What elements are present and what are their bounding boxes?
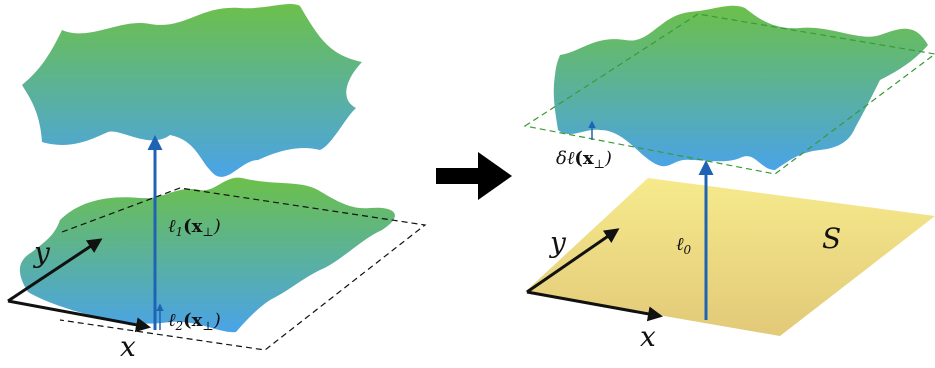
right-panel: y x ℓ0 δℓ(x⊥) S [523, 5, 935, 353]
right-green-dashed-plane [523, 13, 935, 175]
left-axis-x-arrow [7, 299, 151, 333]
right-plane-s [525, 178, 935, 336]
right-axis-y-arrow [526, 228, 620, 294]
right-delta-l-label: δℓ(x⊥) [556, 148, 612, 171]
right-floating-surface [553, 5, 928, 171]
left-axis-x-label: x [120, 330, 136, 363]
left-panel: y x ℓ1(x⊥) ℓ2(x⊥) [7, 4, 427, 363]
left-axis-y-label: y [32, 236, 51, 269]
left-axis-y-arrow [7, 238, 103, 303]
left-upper-surface [22, 4, 362, 177]
transition-arrow [436, 152, 512, 200]
right-axis-x-arrow [526, 290, 663, 322]
right-axis-y-label: y [548, 226, 567, 259]
right-axis-x-label: x [640, 320, 656, 353]
left-l2-label: ℓ2(x⊥) [168, 310, 221, 333]
right-plane-s-label: S [822, 222, 841, 255]
left-dashed-plane [59, 187, 427, 351]
left-lower-surface [19, 177, 395, 333]
left-l1-label: ℓ1(x⊥) [168, 216, 221, 239]
right-l0-label: ℓ0 [676, 234, 692, 257]
